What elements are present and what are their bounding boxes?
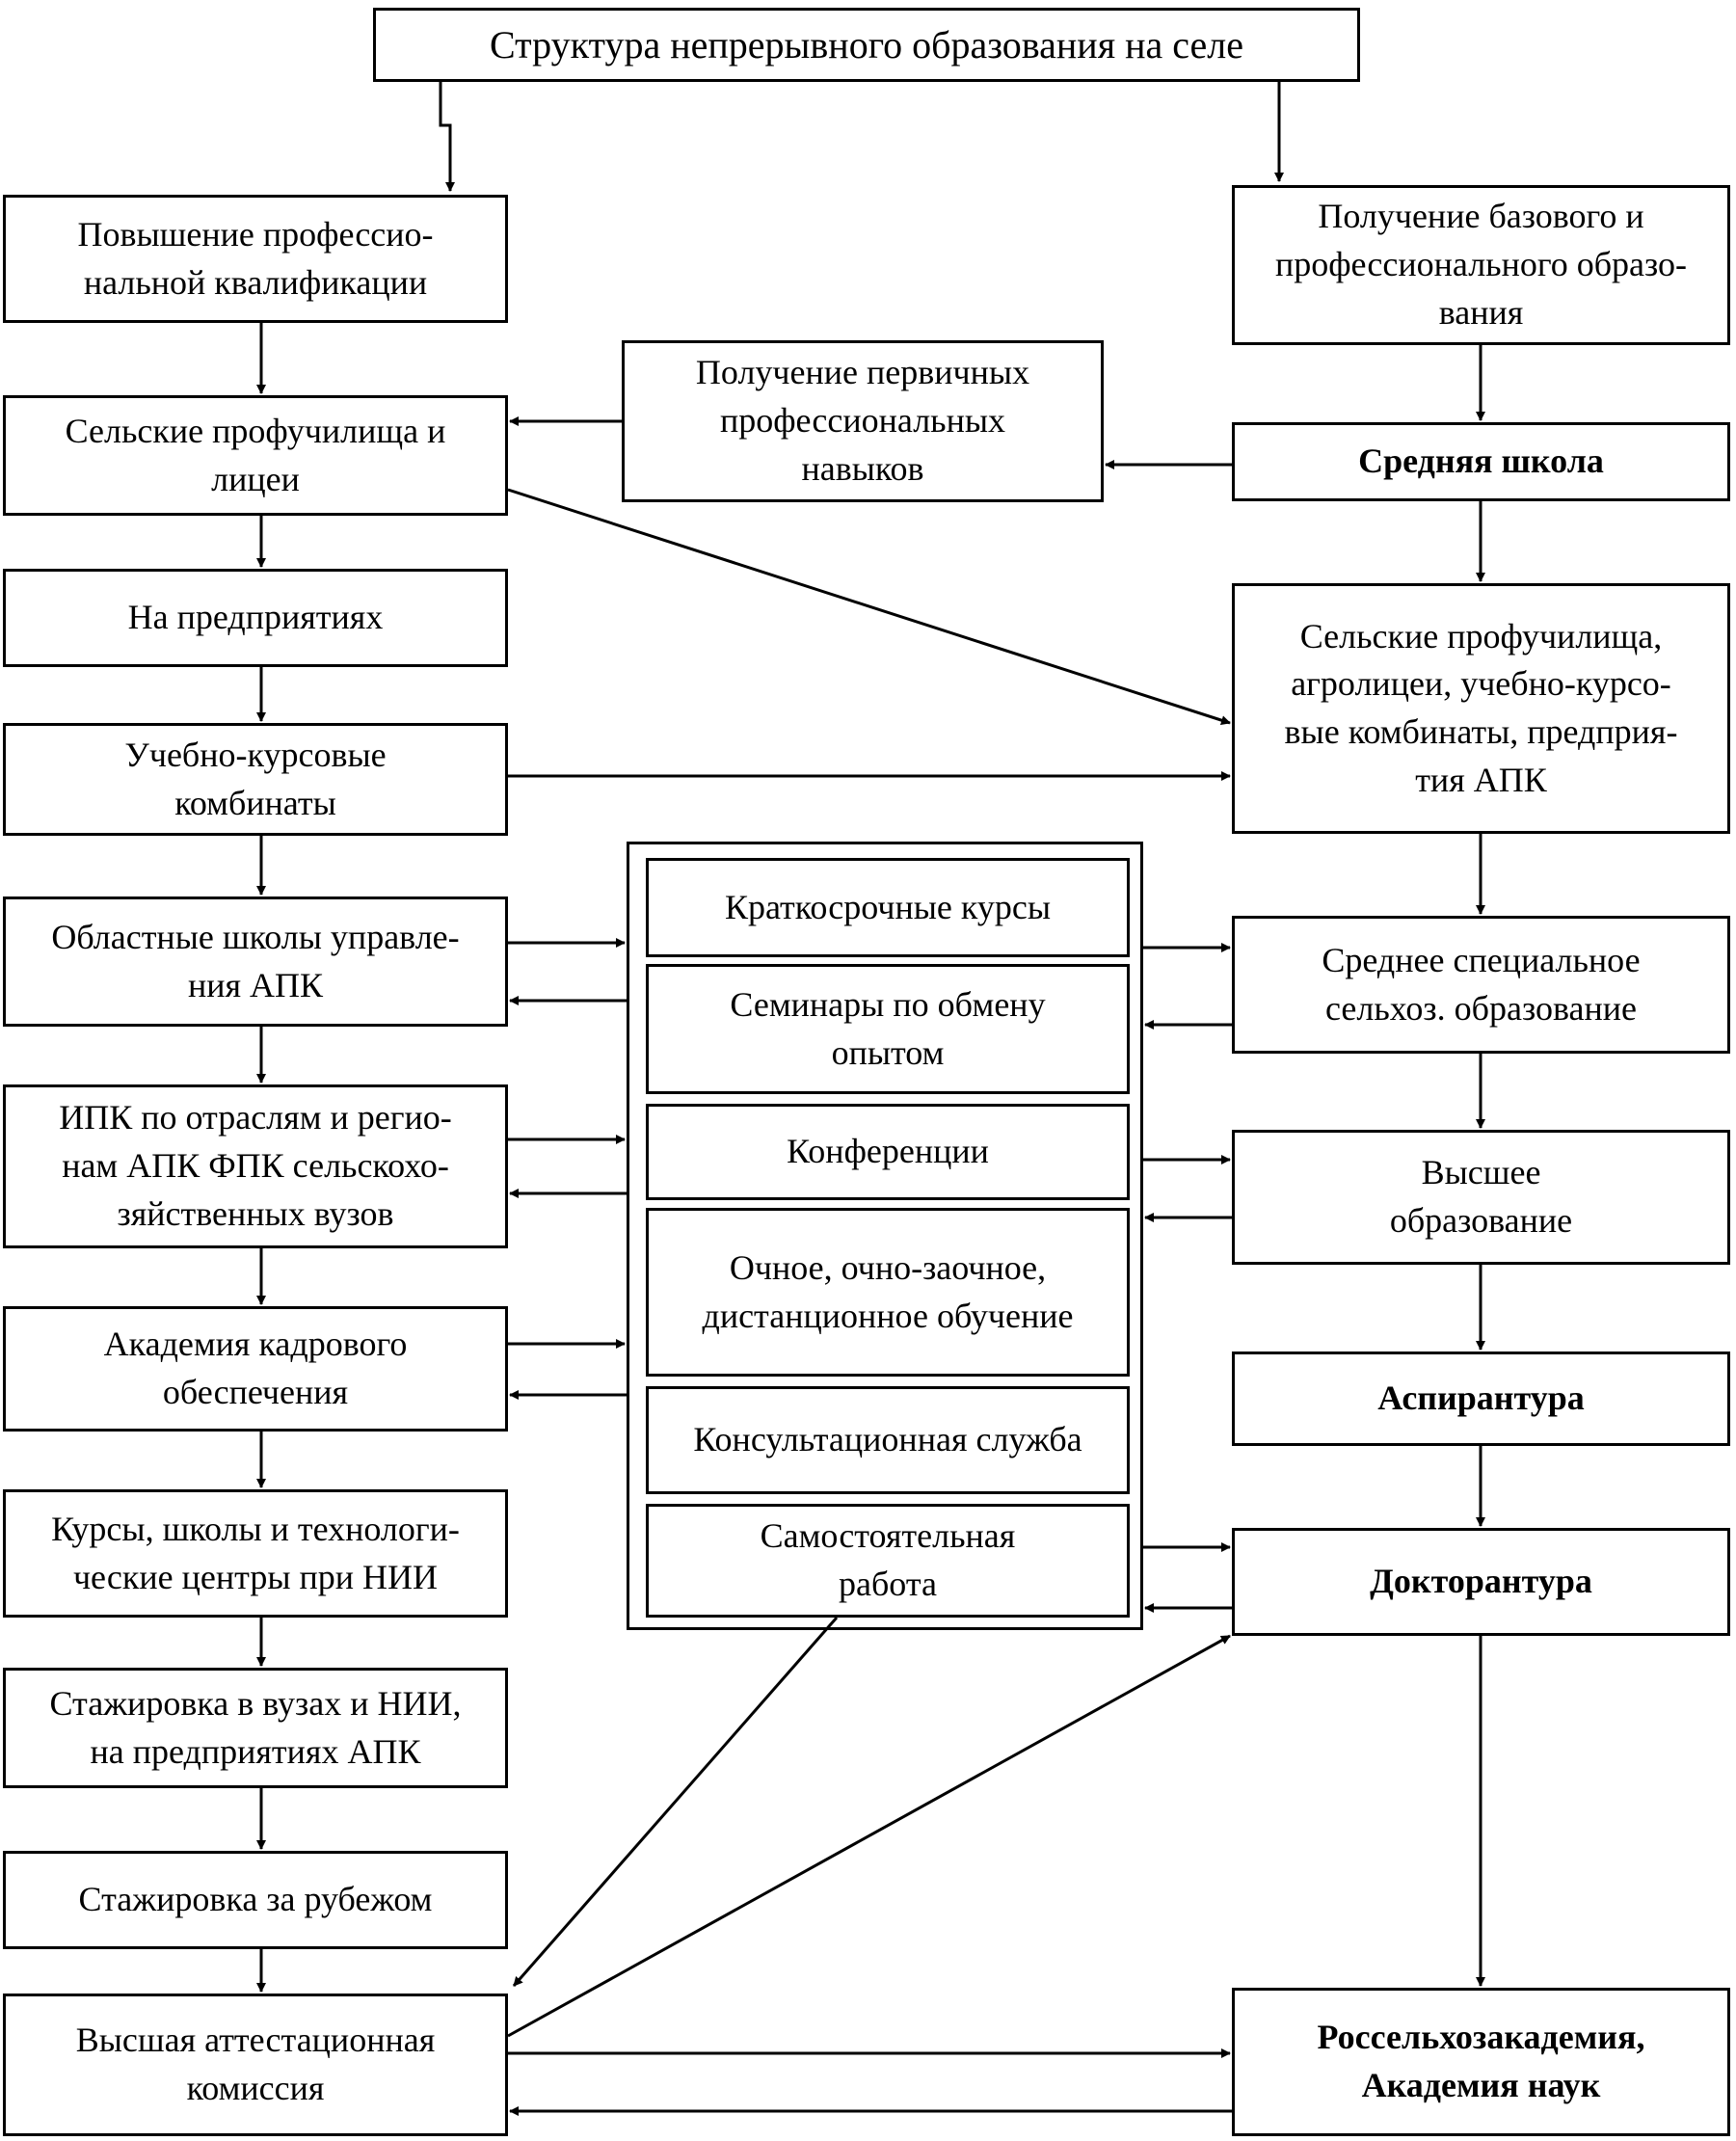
middle-seminars-box: Семинары по обмену опытом xyxy=(646,964,1130,1094)
middle-learning-forms-box: Очное, очно-заочное, дистанционное обуче… xyxy=(646,1208,1130,1377)
left-academy-box: Академия кадрового обеспечения xyxy=(3,1306,508,1432)
left-training-centers-box: Учебно-курсовые комбинаты xyxy=(3,723,508,836)
title-box: Структура непрерывного образования на се… xyxy=(373,8,1360,82)
left-ipk-box: ИПК по отраслям и регио- нам АПК ФПК сел… xyxy=(3,1084,508,1248)
left-internship-box: Стажировка в вузах и НИИ, на предприятия… xyxy=(3,1668,508,1788)
right-secondary-school-box: Средняя школа xyxy=(1232,422,1730,501)
right-secondary-special-box: Среднее специальное сельхоз. образование xyxy=(1232,916,1730,1054)
arrow-title-to-left xyxy=(439,82,455,192)
left-abroad-internship-box: Стажировка за рубежом xyxy=(3,1851,508,1949)
middle-forms-group xyxy=(627,842,1143,1630)
arrow-left-schools-to-right-rural xyxy=(507,488,1231,725)
arrow-self-study-to-attestation xyxy=(512,1617,839,1987)
left-rural-schools-box: Сельские профучилища и лицеи xyxy=(3,395,508,516)
middle-self-study-box: Самостоятельная работа xyxy=(646,1504,1130,1618)
right-postgraduate-box: Аспирантура xyxy=(1232,1352,1730,1446)
middle-short-courses-box: Краткосрочные курсы xyxy=(646,858,1130,957)
middle-primary-skills-box: Получение первичных профессиональных нав… xyxy=(622,340,1104,502)
left-regional-schools-box: Областные школы управле- ния АПК xyxy=(3,897,508,1027)
left-research-courses-box: Курсы, школы и технологи- ческие центры … xyxy=(3,1489,508,1618)
left-enterprises-box: На предприятиях xyxy=(3,569,508,667)
left-attestation-box: Высшая аттестационная комиссия xyxy=(3,1994,508,2136)
right-header-box: Получение базового и профессионального о… xyxy=(1232,185,1730,345)
right-rural-schools-box: Сельские профучилища, агролицеи, учебно-… xyxy=(1232,583,1730,834)
right-academy-sciences-box: Россельхозакадемия, Академия наук xyxy=(1232,1988,1730,2136)
right-higher-education-box: Высшее образование xyxy=(1232,1130,1730,1265)
middle-conferences-box: Конференции xyxy=(646,1104,1130,1200)
left-header-box: Повышение профессио- нальной квалификаци… xyxy=(3,195,508,323)
middle-consulting-box: Консультационная служба xyxy=(646,1386,1130,1494)
arrow-attestation-to-doctoral xyxy=(507,1634,1231,2038)
right-doctoral-box: Докторантура xyxy=(1232,1528,1730,1636)
